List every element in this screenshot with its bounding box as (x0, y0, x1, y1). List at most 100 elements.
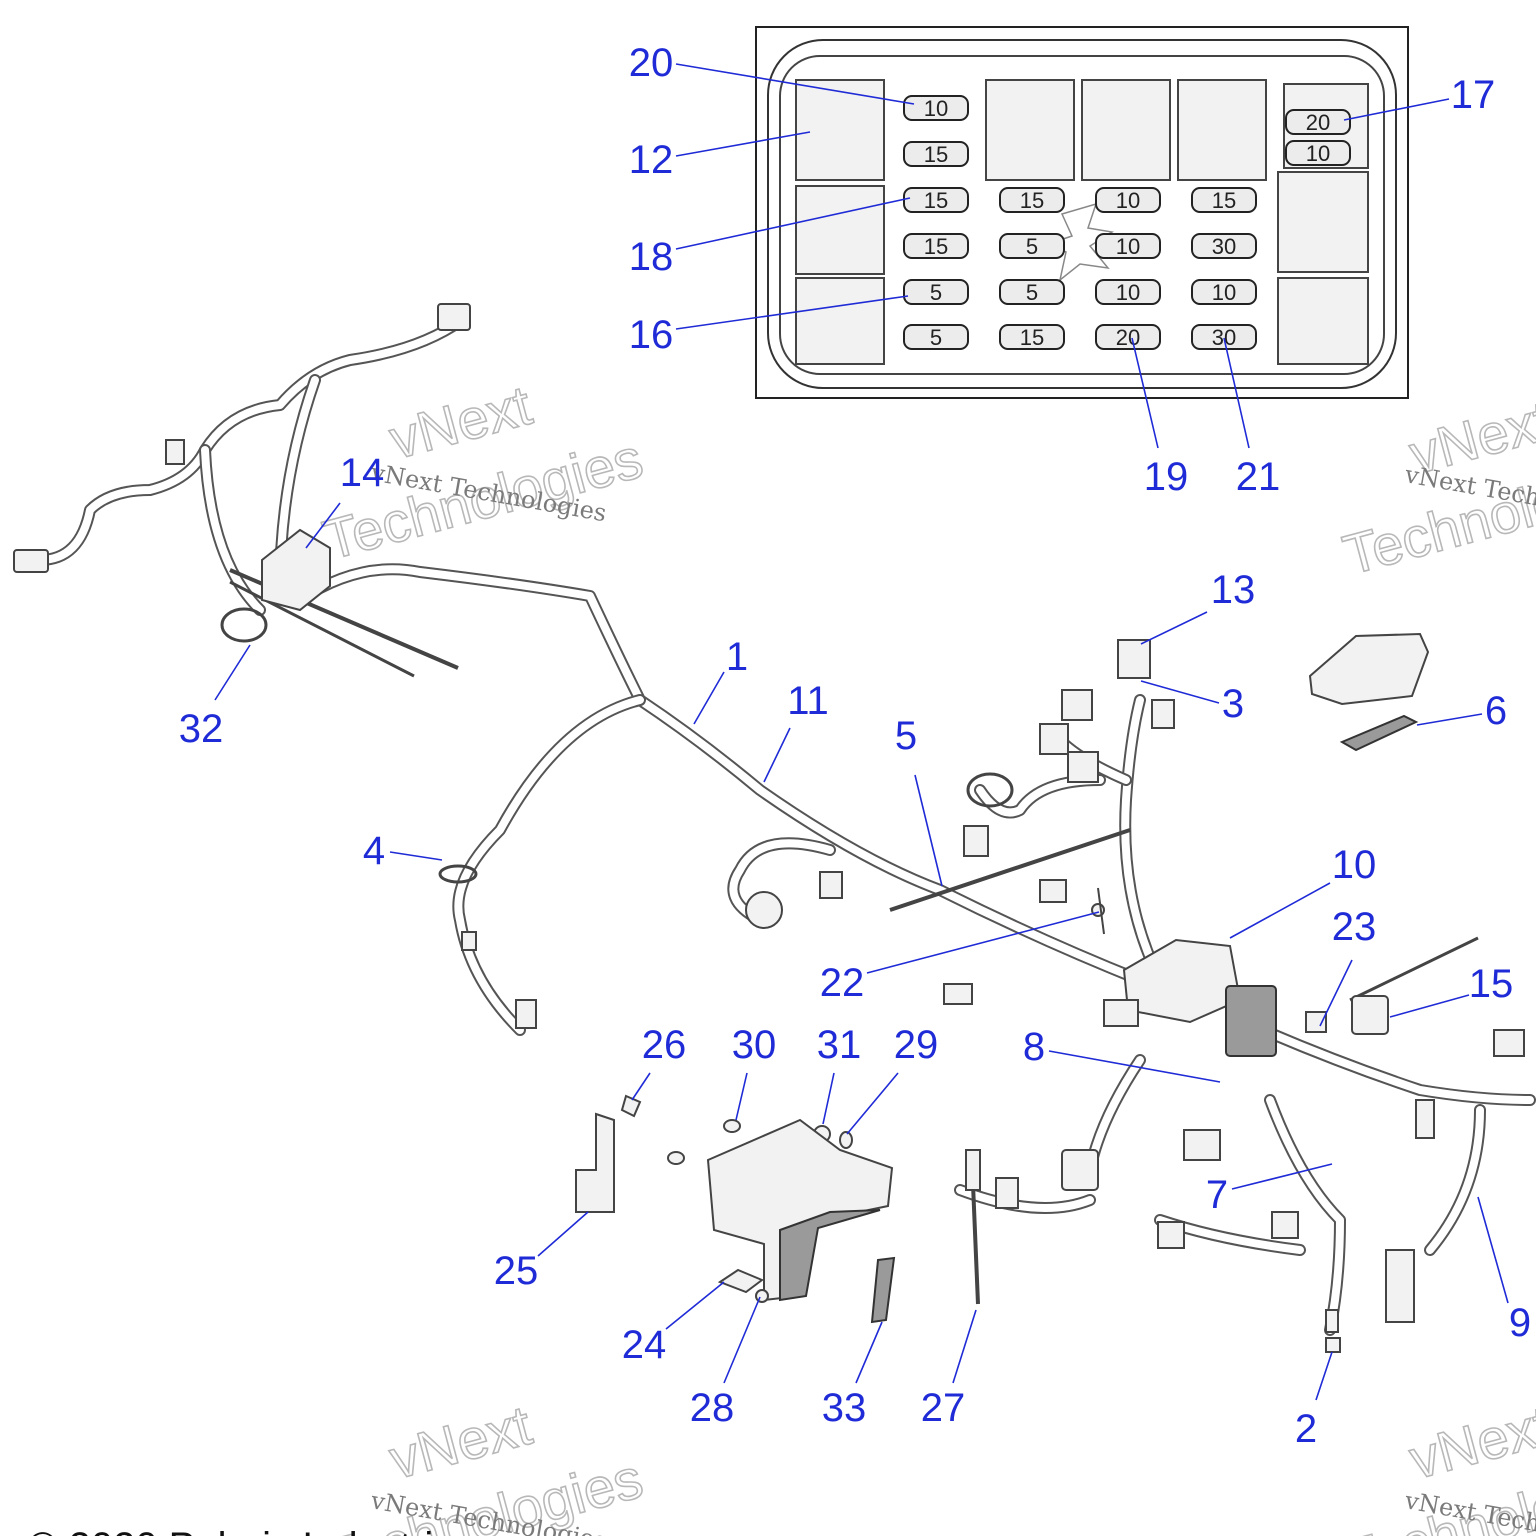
fuse-body (903, 324, 969, 350)
fuse-16: 10 (1191, 279, 1257, 305)
fuse-rating: 15 (1020, 188, 1044, 213)
watermark-word1: vNext (383, 1393, 538, 1491)
callout-32: 32 (179, 644, 251, 751)
callout-number: 18 (629, 235, 674, 279)
leader-line (763, 727, 791, 783)
leader-line (1131, 337, 1159, 449)
leader-line (855, 1321, 883, 1384)
leader-line (914, 774, 943, 887)
callout-number: 29 (894, 1023, 939, 1067)
fuse-rating: 20 (1306, 110, 1330, 135)
leader-line (1477, 1196, 1509, 1304)
fuse-body (999, 324, 1065, 350)
fuse-0: 10 (903, 95, 969, 121)
fuse-body (1191, 233, 1257, 259)
fuse-10: 10 (1095, 187, 1161, 213)
fuse-rating: 10 (1306, 141, 1330, 166)
callout-1: 1 (693, 635, 748, 725)
callout-number: 3 (1222, 682, 1244, 726)
fuse-body (1285, 140, 1351, 166)
callout-number: 16 (629, 313, 674, 357)
callout-30: 30 (732, 1023, 777, 1121)
callout-31: 31 (817, 1023, 862, 1125)
callout-number: 4 (363, 829, 385, 873)
leader-line (735, 1072, 748, 1121)
callout-17: 17 (1343, 73, 1496, 121)
callout-number: 20 (629, 41, 674, 85)
fuse-8: 5 (999, 279, 1065, 305)
fuse-body (1095, 233, 1161, 259)
callout-number: 22 (820, 961, 865, 1005)
callout-number: 15 (1469, 962, 1514, 1006)
leader-line (1343, 98, 1450, 121)
watermark-word1: vNext (1403, 1393, 1536, 1491)
leader-line (389, 851, 443, 861)
callout-number: 14 (340, 451, 385, 495)
callout-13: 13 (1140, 568, 1255, 645)
fuse-6: 15 (999, 187, 1065, 213)
fuse-body (1095, 279, 1161, 305)
callout-12: 12 (629, 131, 811, 182)
fuse-rating: 15 (1212, 188, 1236, 213)
callout-33: 33 (822, 1321, 883, 1430)
fuse-18: 20 (1285, 109, 1351, 135)
callout-number: 23 (1332, 905, 1377, 949)
leader-line (693, 671, 725, 725)
callout-3: 3 (1140, 680, 1244, 726)
fuse-9: 15 (999, 324, 1065, 350)
fuse-14: 15 (1191, 187, 1257, 213)
fuse-rating: 10 (1212, 280, 1236, 305)
fuse-body (999, 279, 1065, 305)
fuse-rating: 5 (930, 280, 942, 305)
callout-number: 2 (1295, 1407, 1317, 1451)
callout-number: 11 (787, 679, 829, 723)
watermark-word1: vNext (383, 373, 538, 471)
leader-line (631, 1072, 651, 1101)
fuse-body (1285, 109, 1351, 135)
leader-line (1140, 680, 1220, 704)
fuse-rating: 30 (1212, 325, 1236, 350)
callout-number: 25 (494, 1249, 539, 1293)
leader-line (675, 295, 909, 330)
leader-line (1231, 1163, 1333, 1190)
fuse-body (1191, 187, 1257, 213)
fuse-body (903, 95, 969, 121)
fuse-body (1095, 324, 1161, 350)
fuse-4: 5 (903, 279, 969, 305)
callout-number: 32 (179, 707, 224, 751)
callout-number: 30 (732, 1023, 777, 1067)
callout-11: 11 (763, 679, 829, 783)
callout-8: 8 (1023, 1025, 1221, 1083)
leader-line (723, 1296, 761, 1384)
callout-4: 4 (363, 829, 443, 873)
callout-number: 21 (1236, 455, 1281, 499)
callout-number: 28 (690, 1386, 735, 1430)
callout-20: 20 (629, 41, 915, 105)
fuse-rating: 15 (924, 234, 948, 259)
callout-number: 17 (1451, 73, 1496, 117)
leader-line (675, 197, 911, 250)
callout-16: 16 (629, 295, 909, 357)
fuse-17: 30 (1191, 324, 1257, 350)
callout-19: 19 (1131, 337, 1188, 499)
fuse-rating: 10 (1116, 234, 1140, 259)
leader-line (822, 1072, 835, 1125)
leader-line (1048, 1050, 1221, 1083)
leader-line (1389, 994, 1470, 1018)
leader-line (675, 63, 915, 105)
callout-number: 31 (817, 1023, 862, 1067)
leader-line (846, 1072, 899, 1135)
fuse-5: 5 (903, 324, 969, 350)
callout-number: 27 (921, 1386, 966, 1430)
callout-22: 22 (820, 911, 1100, 1005)
callout-15: 15 (1389, 962, 1514, 1018)
callout-26: 26 (631, 1023, 686, 1101)
fuse-rating: 30 (1212, 234, 1236, 259)
callout-28: 28 (690, 1296, 761, 1430)
leader-line (1223, 337, 1250, 449)
